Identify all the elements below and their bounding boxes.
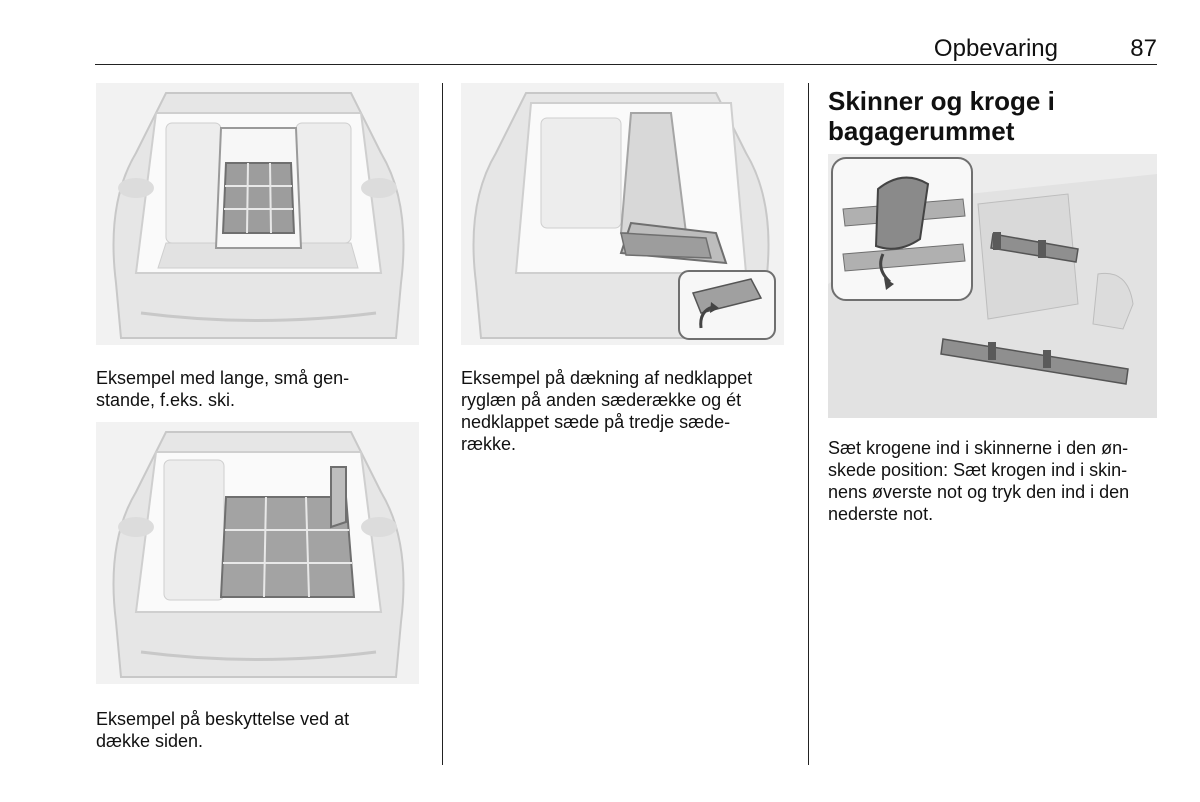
trunk-side-protection-illustration (96, 422, 419, 684)
header-divider (95, 64, 1157, 65)
figure-trunk-long-items (96, 83, 419, 345)
figure-folded-seat-cover (461, 83, 784, 345)
section-body-text: Sæt krogene ind i skinnerne i den øn- sk… (828, 438, 1130, 524)
column-divider-left (442, 83, 443, 765)
figure-1-caption: Eksempel med lange, små gen- stande, f.e… (96, 368, 350, 410)
figure-rails-and-hooks (828, 154, 1157, 418)
page-number: 87 (1130, 35, 1157, 62)
header-section-title: Opbevaring (933, 35, 1058, 62)
figure-2-caption: Eksempel på beskyttelse ved at dække sid… (96, 709, 350, 751)
figure-3-caption: Eksempel på dækning af nedklappet ryglæn… (461, 368, 753, 454)
rails-and-hooks-illustration (828, 154, 1157, 418)
column-divider-right (808, 83, 809, 765)
figure-trunk-side-protection (96, 422, 419, 684)
trunk-long-items-illustration (96, 83, 419, 345)
folded-seat-cover-illustration (461, 83, 784, 345)
section-heading: Skinner og kroge i bagagerummet (828, 86, 1055, 146)
